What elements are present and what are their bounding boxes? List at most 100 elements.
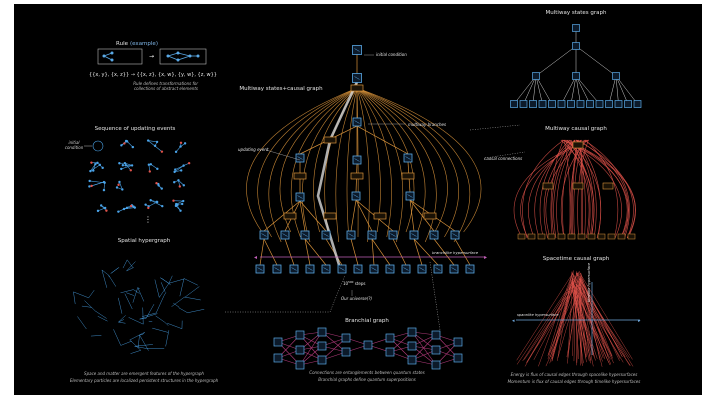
states-edge — [615, 75, 619, 105]
branchial-node — [407, 327, 417, 337]
states-node — [612, 72, 620, 80]
hypergraph-edge — [88, 289, 95, 298]
event-node — [350, 84, 364, 92]
sequence-vertex — [118, 180, 121, 184]
spacetime-edge — [579, 283, 591, 364]
panel-connectors — [225, 124, 526, 331]
spacetime-causal-graph — [516, 270, 634, 367]
sequence-vertex — [178, 185, 181, 188]
timelike-label: timelike hypersurface — [587, 262, 591, 302]
sequence-vertex — [101, 166, 104, 170]
event-node — [350, 172, 364, 180]
hypergraph-edge — [160, 282, 166, 292]
hypergraph-edge — [124, 293, 133, 310]
hypergraph-edge — [161, 277, 171, 286]
hypergraph-edge — [132, 287, 138, 303]
spacetime-graph-title: Spacetime causal graph — [543, 256, 610, 262]
sequence-vertex — [124, 164, 128, 167]
hypergraph-edge — [73, 291, 89, 299]
hypergraph-edge — [129, 339, 141, 351]
branchial-graph — [273, 327, 463, 370]
branchial-node — [385, 347, 395, 357]
state-glyph — [371, 267, 377, 271]
causal-edge — [346, 87, 358, 233]
hypergraph-edge — [118, 315, 126, 323]
state-edge — [409, 199, 415, 232]
causal-graph-event — [572, 182, 584, 190]
causal-graph-event — [602, 182, 614, 190]
multiway-section: Multiway states+causal graph ◂ ▸ branchl… — [238, 45, 487, 301]
spacetime-edge — [522, 271, 580, 362]
state-glyph — [435, 267, 441, 271]
sequence-vertex — [120, 144, 123, 147]
spatial-hypergraph — [73, 259, 205, 354]
sequence-vertex — [98, 163, 102, 167]
causal-edge — [356, 87, 404, 243]
state-glyph — [348, 233, 354, 237]
hypergraph-caption-1: Space and matter are emergent features o… — [84, 371, 204, 376]
sequence-vertex — [96, 209, 100, 213]
branchial-node — [431, 360, 441, 370]
hypergraph-edge — [81, 305, 92, 308]
sequence-vertex — [180, 169, 183, 172]
branchlike-label: branchlike hypersurface — [432, 250, 479, 255]
causal-graph-edge — [584, 139, 630, 239]
causal-graph-event — [537, 233, 546, 240]
causal-graph-event — [527, 233, 536, 240]
states-graph-title: Multiway states graph — [546, 10, 607, 16]
sequence-vertex — [130, 164, 134, 167]
branchial-node — [431, 345, 441, 355]
sequence-vertex — [123, 142, 126, 145]
branchial-node — [385, 333, 395, 343]
sequence-vertex — [179, 209, 182, 212]
sequence-ellipsis: ⋮ — [144, 215, 152, 224]
states-edge — [575, 75, 591, 105]
state-glyph — [354, 120, 360, 124]
hypergraph-edge — [77, 316, 87, 330]
multiway-states-graph — [510, 24, 642, 108]
states-edge — [561, 75, 577, 105]
spacetime-edge — [567, 286, 577, 364]
state-edge — [356, 125, 409, 155]
hypergraph-edge — [101, 269, 109, 276]
states-edge — [575, 75, 581, 105]
states-edge — [523, 75, 537, 105]
state-edge — [304, 238, 327, 266]
state-glyph — [452, 233, 458, 237]
hypergraph-edge — [159, 283, 170, 298]
sequence-edge — [178, 180, 185, 186]
state-glyph — [403, 267, 409, 271]
state-edge — [263, 238, 278, 266]
branchial-node — [407, 341, 417, 351]
spacetime-edge — [516, 271, 580, 365]
rule-rhs-graph — [166, 51, 200, 62]
hypergraph-edge — [94, 310, 107, 319]
multiway-title: Multiway states+causal graph — [239, 86, 323, 92]
spacetime-edge — [572, 273, 631, 366]
state-glyph — [297, 195, 303, 199]
rule-caption-2: collections of abstract elements — [134, 86, 198, 91]
state-glyph — [323, 233, 329, 237]
hypergraph-edge — [173, 302, 180, 308]
states-node — [538, 100, 547, 108]
sequence-title: Sequence of updating events — [95, 126, 176, 132]
spacetime-edge — [576, 271, 606, 360]
updating-event-label: updating event — [238, 147, 269, 152]
state-edge — [392, 238, 407, 266]
sequence-edge — [126, 141, 134, 148]
state-edge — [409, 199, 435, 232]
sequence-vertex — [94, 163, 97, 166]
state-edge — [350, 238, 359, 266]
causal-edge — [356, 87, 471, 243]
spacetime-edge — [524, 280, 575, 367]
causal-graph-event — [557, 233, 566, 240]
branchial-node — [317, 327, 327, 337]
causal-edge — [356, 87, 437, 243]
sequence-vertex — [88, 185, 91, 188]
state-glyph — [297, 156, 303, 160]
sequence-vertex — [117, 210, 120, 213]
hypergraph-edge — [178, 307, 188, 313]
branchial-node — [295, 330, 305, 340]
causal-graph-edge — [566, 139, 602, 239]
